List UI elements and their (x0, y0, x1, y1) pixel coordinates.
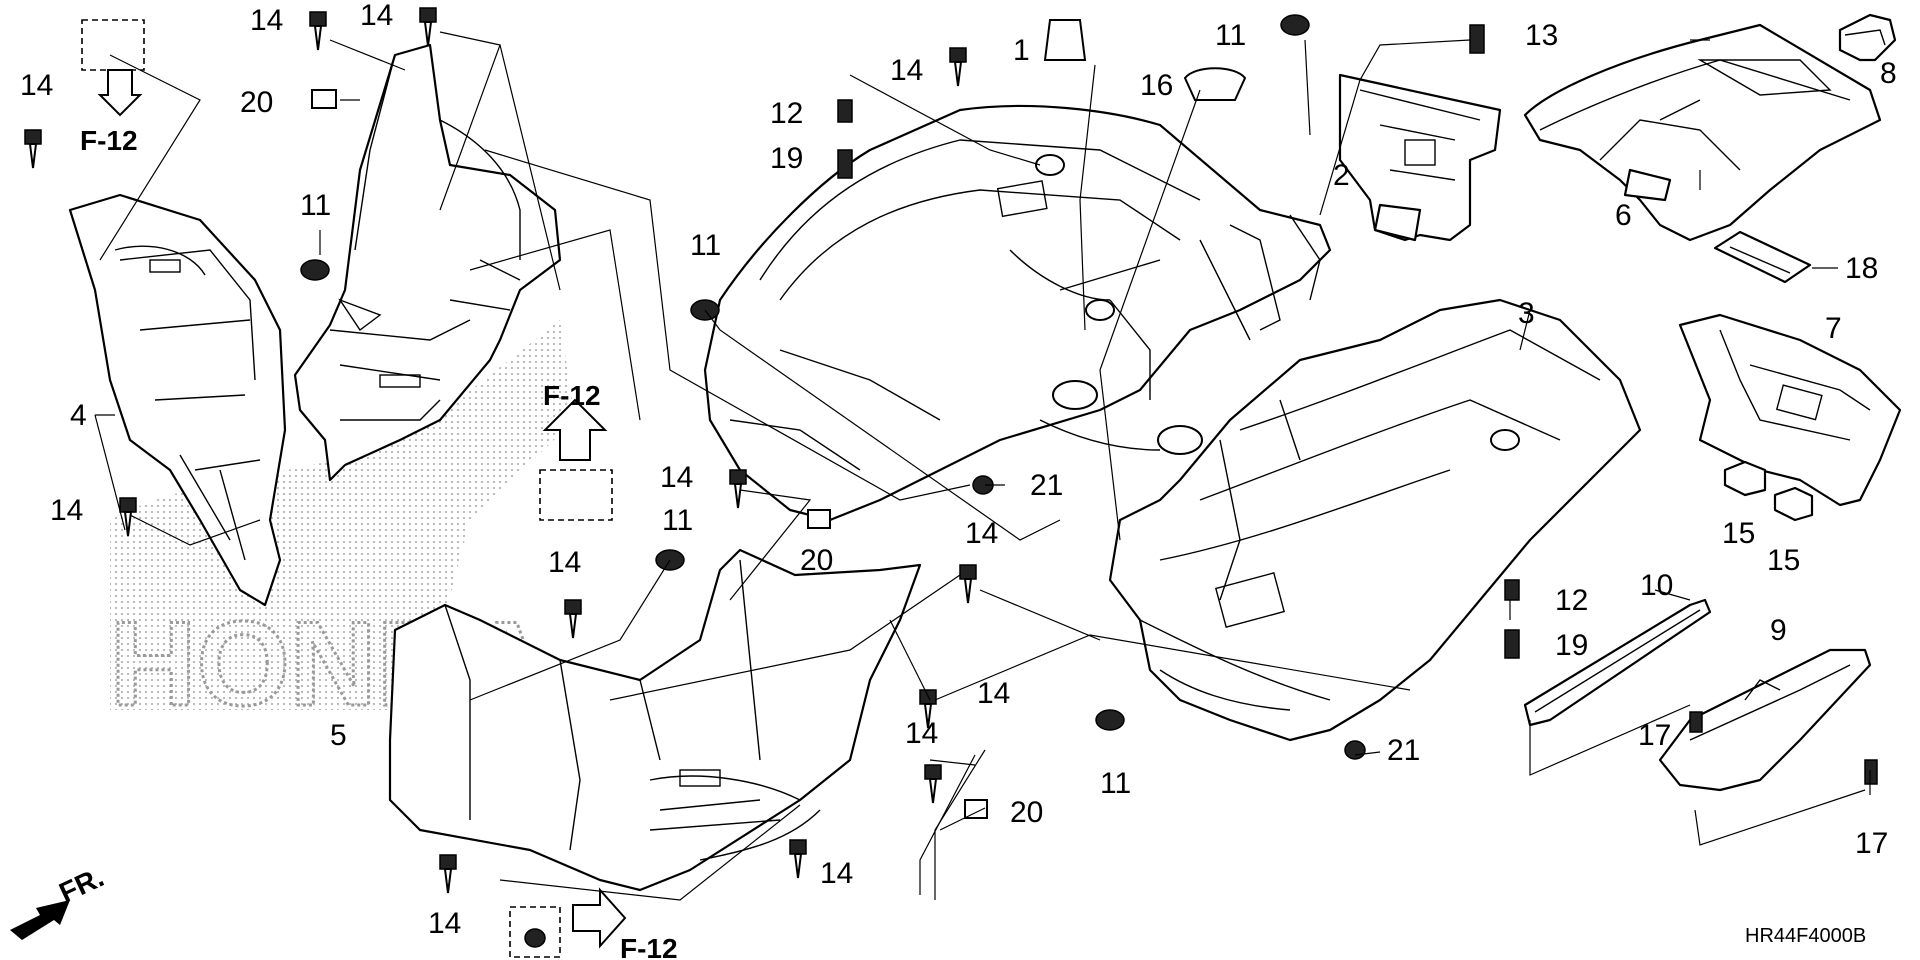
part-6-tail-cover (1523, 23, 1882, 242)
reference-label-f12-left: F-12 (80, 125, 138, 156)
part-18-strap (1713, 230, 1812, 284)
callout-14-h: 14 (965, 517, 998, 550)
callout-11-c: 11 (662, 504, 693, 537)
callout-4: 4 (70, 399, 87, 432)
callout-14-e: 14 (50, 494, 83, 527)
callout-20-c: 20 (1010, 796, 1043, 829)
callout-14-j: 14 (905, 717, 938, 750)
fastener-clips-14 (24, 7, 977, 894)
callout-17-b: 17 (1855, 827, 1888, 860)
callout-20-b: 20 (800, 544, 833, 577)
callout-6: 6 (1615, 199, 1632, 232)
callout-17-a: 17 (1638, 719, 1671, 752)
callout-14-k: 14 (820, 857, 853, 890)
callout-13: 13 (1525, 19, 1558, 52)
callout-14-d: 14 (890, 54, 923, 87)
callout-15-a: 15 (1722, 517, 1755, 550)
callout-14-c: 14 (20, 69, 53, 102)
callout-18: 18 (1845, 252, 1878, 285)
callout-11-d: 11 (1100, 767, 1131, 800)
callout-12-a: 12 (770, 97, 803, 130)
callout-11-e: 11 (1215, 19, 1246, 52)
front-direction-label: FR. (54, 861, 108, 908)
callout-19-a: 19 (770, 142, 803, 175)
diagram-code: HR44F4000B (1745, 925, 1866, 947)
callout-11-a: 11 (300, 189, 331, 222)
callout-2: 2 (1333, 159, 1350, 192)
callout-14-g: 14 (548, 546, 581, 579)
part-10-step-guard (1523, 598, 1712, 727)
callout-10: 10 (1640, 569, 1673, 602)
callout-16: 16 (1140, 69, 1173, 102)
callout-12-b: 12 (1555, 584, 1588, 617)
bolts-and-nuts (311, 19, 1878, 948)
reference-label-f12-center: F-12 (543, 380, 601, 411)
callout-14-f: 14 (660, 461, 693, 494)
callout-8: 8 (1880, 57, 1897, 90)
part-2-bracket (1338, 73, 1502, 242)
front-direction-indicator: FR. (10, 861, 108, 940)
callout-11-b: 11 (690, 229, 721, 262)
callout-5: 5 (330, 719, 347, 752)
callout-15-b: 15 (1767, 544, 1800, 577)
separator-line (934, 749, 986, 900)
callout-14-l: 14 (428, 907, 461, 940)
callout-20-a: 20 (240, 86, 273, 119)
part-15-rubber-mounts (1723, 460, 1814, 522)
callout-7: 7 (1825, 312, 1842, 345)
callout-3: 3 (1518, 297, 1535, 330)
reference-arrows (97, 69, 627, 949)
reference-label-f12-bottom: F-12 (620, 933, 678, 960)
callout-1: 1 (1013, 34, 1030, 67)
reference-labels: F-12 F-12 F-12 (80, 125, 678, 960)
callout-14-b: 14 (360, 0, 393, 32)
callout-9: 9 (1770, 614, 1787, 647)
part-3-right-rear-fender (1108, 298, 1642, 742)
part-1-rear-fender (703, 104, 1332, 522)
part-5-upper-floor-guard (293, 43, 562, 482)
callout-21-a: 21 (1030, 469, 1063, 502)
leader-lines (94, 31, 1871, 901)
callout-19-b: 19 (1555, 629, 1588, 662)
part-4-front-inner-fender (68, 193, 287, 607)
callout-21-b: 21 (1387, 734, 1420, 767)
part-9-lower-step-guard (1658, 648, 1872, 792)
callout-labels: 1 2 3 4 5 6 7 8 9 10 11 11 11 11 11 12 1… (20, 0, 1897, 940)
part-7-lower-tail-cover (1678, 313, 1902, 507)
part-8-clip (1838, 13, 1897, 62)
callout-14-i: 14 (977, 677, 1010, 710)
callout-14-a: 14 (250, 4, 283, 37)
